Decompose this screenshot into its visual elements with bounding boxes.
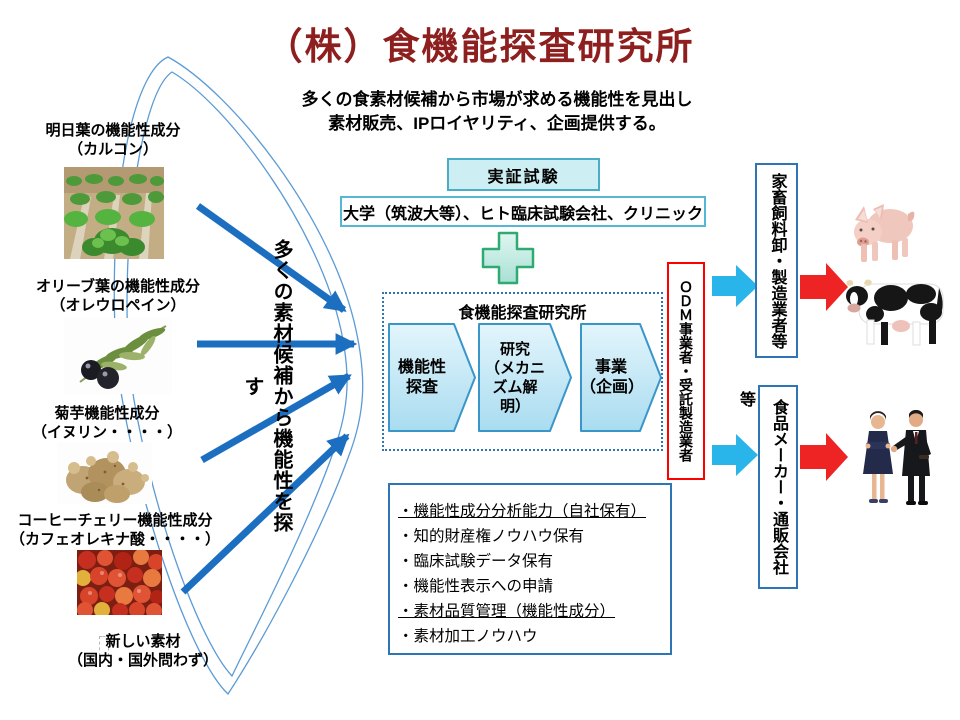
validation-partners-box: 大学（筑波大等）、ヒト臨床試験会社、クリニック (340, 196, 706, 227)
validation-test-box: 実証試験 (447, 158, 600, 191)
ingredient-detail: （国内・国外問わず） (67, 652, 218, 669)
ingredient-kikuimo: 菊芋機能性成分 （イヌリン・・・・） (12, 404, 202, 442)
placeholder-mark (99, 636, 109, 656)
chevron-step-2 (478, 323, 572, 432)
cyan-arrows (712, 265, 758, 476)
ingredient-name: オリーブ葉の機能性成分 (35, 278, 201, 295)
arrow-ashitaba (195, 203, 347, 313)
odm-box: ＯＤＭ事業者・受託製造業者 (667, 262, 705, 480)
ingredient-detail: （カルコン） (68, 141, 158, 158)
process-step-discovery: 機能性 探査 (397, 358, 446, 396)
ingredient-name: コーヒーチェリー機能性成分 (17, 512, 213, 529)
olive-branch-photo (64, 318, 172, 394)
institute-box (382, 292, 663, 451)
ingredient-arrows (180, 203, 358, 595)
ingredient-olive: オリーブ葉の機能性成分 （オレウロペイン） (14, 277, 222, 315)
process-step-research: 研究 （メカニ ズム解 明） (484, 340, 545, 415)
chevron-step-3 (580, 323, 662, 432)
arrow-coffee (180, 433, 350, 595)
process-step-business: 事業 （企画） (580, 358, 645, 396)
ashitaba-field-photo (64, 167, 164, 259)
red-arrows (800, 263, 848, 481)
ingredient-coffee-cherry: コーヒーチェリー機能性成分 （カフェオレキナ酸・・・・） (10, 511, 220, 549)
pig-photo (846, 196, 920, 264)
process-chevrons (388, 323, 662, 432)
business-people-photo (853, 410, 937, 508)
ingredient-detail: （オレウロペイン） (50, 297, 186, 314)
capability-item: ・機能性表示への申請 (398, 578, 554, 595)
funnel-caption: 多くの素材候補から機能性を探す (241, 239, 292, 533)
ingredient-detail: （イヌリン・・・・） (31, 424, 182, 441)
cyan-arrow-livestock (712, 265, 758, 307)
capability-item: ・機能性成分分析能力（自社保有） (398, 503, 647, 520)
cow-photo (843, 268, 948, 348)
red-arrow-livestock (800, 263, 848, 311)
institute-name: 食機能探査研究所 (458, 305, 587, 322)
ingredient-name: 菊芋機能性成分 (54, 405, 160, 422)
ingredient-name: 新しい素材 (105, 633, 181, 650)
ingredient-new-material: 新しい素材 （国内・国外問わず） (58, 632, 228, 670)
food-maker-box: 食品メーカー・通販会社 (758, 385, 798, 589)
capabilities-box: ・機能性成分分析能力（自社保有） ・知的財産権ノウハウ保有 ・臨床試験データ保有… (388, 483, 672, 655)
ingredient-ashitaba: 明日葉の機能性成分 （カルコン） (18, 121, 208, 159)
jerusalem-artichoke-photo (57, 442, 152, 504)
red-arrow-food (800, 433, 848, 481)
plus-shape (481, 231, 535, 285)
mission-statement: 多くの食素材候補から市場が求める機能性を見出し 素材販売、IPロイヤリティ、企画… (160, 88, 834, 136)
etc-label: 等 (740, 392, 757, 409)
ingredient-detail: （カフェオレキナ酸・・・・） (10, 531, 221, 548)
mission-line-2: 素材販売、IPロイヤリティ、企画提供する。 (328, 114, 666, 133)
page-title: （株）食機能探査研究所 (265, 26, 695, 67)
capability-item: ・素材加工ノウハウ (398, 628, 538, 645)
capability-item: ・知的財産権ノウハウ保有 (398, 528, 585, 545)
capability-item: ・臨床試験データ保有 (398, 553, 554, 570)
ingredient-name: 明日葉の機能性成分 (45, 122, 181, 139)
cyan-arrow-food (712, 434, 758, 476)
arrow-kikuimo (200, 372, 352, 464)
mission-line-1: 多くの食素材候補から市場が求める機能性を見出し (301, 90, 693, 109)
livestock-customer-box: 家畜飼料卸・製造業者等 (755, 163, 798, 358)
coffee-cherry-photo (77, 550, 162, 615)
capability-item: ・素材品質管理（機能性成分） (398, 603, 616, 620)
chevron-step-1 (388, 323, 476, 432)
